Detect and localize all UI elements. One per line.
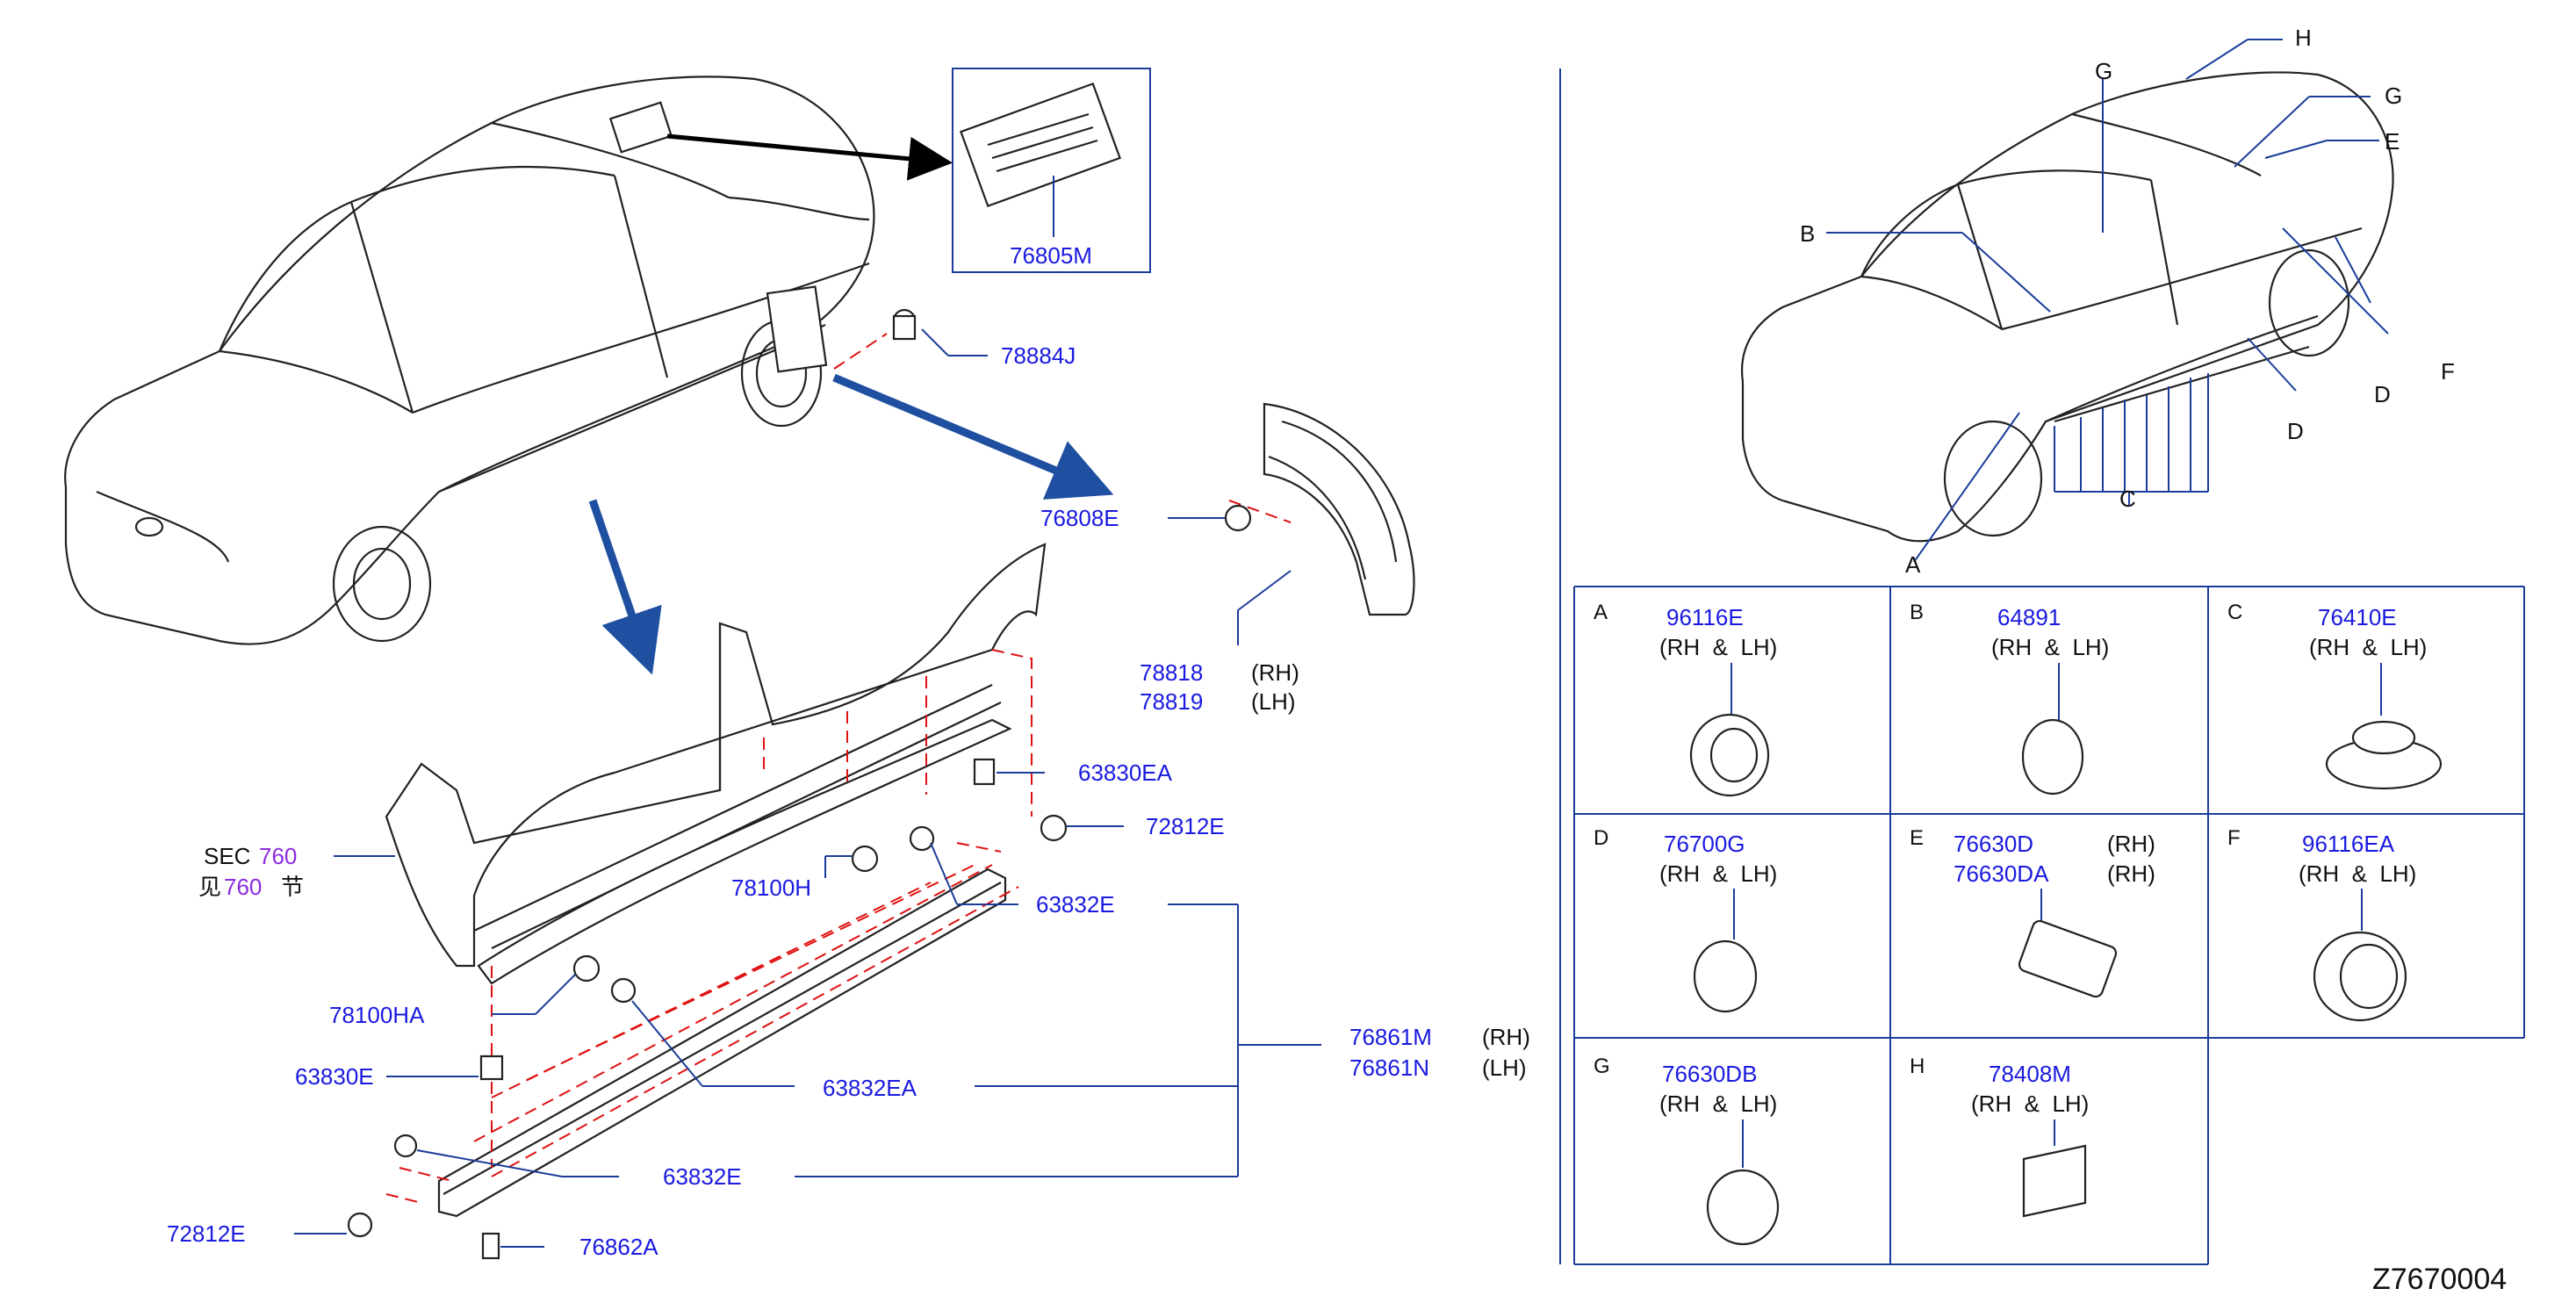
cell-g-letter: G xyxy=(1594,1055,1610,1078)
part-label-63832ea: 63832EA xyxy=(823,1075,917,1101)
cell-f-side: (RH & LH) xyxy=(2299,860,2416,887)
plug-cell-h: H 78408M (RH & LH) xyxy=(1910,1055,2089,1218)
cell-b-part: 64891 xyxy=(1997,604,2061,630)
cell-g-part: 76630DB xyxy=(1662,1061,1757,1087)
locator-letter-g-top: G xyxy=(2095,58,2112,84)
part-label-76861m: 76861M xyxy=(1349,1024,1432,1050)
cell-f-letter: F xyxy=(2227,826,2241,850)
locator-leader-lines xyxy=(1826,39,2389,563)
cell-d-letter: D xyxy=(1594,826,1608,850)
cell-e-part-1: 76630D xyxy=(1954,831,2033,857)
plug-table-grid xyxy=(1573,586,2525,1265)
cell-e-part-2: 76630DA xyxy=(1954,860,2049,887)
plug-cell-a: A 96116E (RH & LH) xyxy=(1594,601,1777,797)
part-label-63832e-upper: 63832E xyxy=(1036,891,1115,918)
locator-letter-d-upper: D xyxy=(2374,381,2391,407)
assembly-guides xyxy=(385,333,1292,1204)
cell-h-side: (RH & LH) xyxy=(1971,1091,2089,1117)
part-label-78819: 78819 xyxy=(1140,688,1203,715)
cell-e-letter: E xyxy=(1910,826,1924,850)
diagram-code: Z7670004 xyxy=(2372,1263,2507,1296)
cell-a-part: 96116E xyxy=(1666,604,1744,630)
sill-body-structure xyxy=(385,543,1047,985)
cell-d-part: 76700G xyxy=(1664,831,1745,857)
cell-g-side: (RH & LH) xyxy=(1659,1091,1777,1117)
cell-d-side: (RH & LH) xyxy=(1659,860,1777,887)
part-side-78819: (LH) xyxy=(1251,688,1296,715)
cell-b-letter: B xyxy=(1910,601,1924,624)
side-sill-moulding-76861 xyxy=(437,867,1007,1218)
plug-cell-g: G 76630DB (RH & LH) xyxy=(1594,1055,1780,1246)
sec-reference-cn-prefix: 见 xyxy=(198,874,221,900)
cell-h-part: 78408M xyxy=(1989,1061,2071,1087)
sec-reference-cn-number[interactable]: 760 xyxy=(224,874,262,900)
part-label-63830ea: 63830EA xyxy=(1078,759,1173,786)
plug-cell-f: F 96116EA (RH & LH) xyxy=(2227,826,2416,1022)
locator-car-illustration xyxy=(1741,71,2394,543)
cell-c-side: (RH & LH) xyxy=(2309,634,2427,660)
part-label-76861n: 76861N xyxy=(1349,1055,1429,1081)
part-label-78100h: 78100H xyxy=(731,875,811,901)
locator-letter-g-right: G xyxy=(2385,83,2402,109)
plug-cell-e: E 76630D (RH) 76630DA (RH) xyxy=(1910,826,2155,998)
mudguard-illustration xyxy=(1237,402,1415,645)
part-label-76862a: 76862A xyxy=(579,1234,658,1260)
cell-h-letter: H xyxy=(1910,1055,1925,1078)
plug-cell-c: C 76410E (RH & LH) xyxy=(2227,601,2443,790)
cell-c-letter: C xyxy=(2227,601,2242,624)
part-side-78818: (RH) xyxy=(1251,659,1299,686)
left-leader-lines xyxy=(294,328,1321,1248)
sec-reference-number[interactable]: 760 xyxy=(259,843,297,869)
main-car-illustration xyxy=(64,76,917,645)
part-label-76805m: 76805M xyxy=(1010,242,1092,269)
cell-b-side: (RH & LH) xyxy=(1991,634,2109,660)
locator-letter-b: B xyxy=(1800,220,1815,247)
locator-letter-d-lower: D xyxy=(2287,418,2304,444)
cell-a-letter: A xyxy=(1594,601,1608,624)
part-side-76861m: (RH) xyxy=(1482,1024,1530,1050)
part-label-63830e: 63830E xyxy=(295,1063,374,1090)
clip-76805m-inset xyxy=(952,68,1151,273)
sec-reference-cn-suffix: 节 xyxy=(281,874,304,900)
sec-reference-prefix: SEC xyxy=(204,843,250,869)
locator-letter-e: E xyxy=(2385,128,2400,155)
cell-e-side-2: (RH) xyxy=(2107,860,2155,887)
plug-cell-d: D 76700G (RH & LH) xyxy=(1594,826,1777,1013)
locator-letter-f: F xyxy=(2441,358,2455,385)
plug-cell-b: B 64891 (RH & LH) xyxy=(1910,601,2109,795)
cell-c-part: 76410E xyxy=(2318,604,2397,630)
part-side-76861n: (LH) xyxy=(1482,1055,1527,1081)
part-label-72812e-upper: 72812E xyxy=(1146,813,1225,839)
locator-letter-a: A xyxy=(1905,551,1921,578)
part-label-72812e-lower: 72812E xyxy=(167,1220,246,1247)
part-label-76808e: 76808E xyxy=(1040,505,1119,531)
part-label-78100ha: 78100HA xyxy=(329,1002,425,1028)
locator-letter-c: C xyxy=(2119,486,2136,512)
cell-f-part: 96116EA xyxy=(2302,831,2395,857)
part-label-78884j: 78884J xyxy=(1001,342,1076,369)
fastener-icons xyxy=(347,314,1252,1260)
part-label-78818: 78818 xyxy=(1140,659,1203,686)
part-label-63832e-lower: 63832E xyxy=(663,1163,742,1190)
locator-letter-h: H xyxy=(2295,25,2312,51)
cell-a-side: (RH & LH) xyxy=(1659,634,1777,660)
cell-e-side-1: (RH) xyxy=(2107,831,2155,857)
